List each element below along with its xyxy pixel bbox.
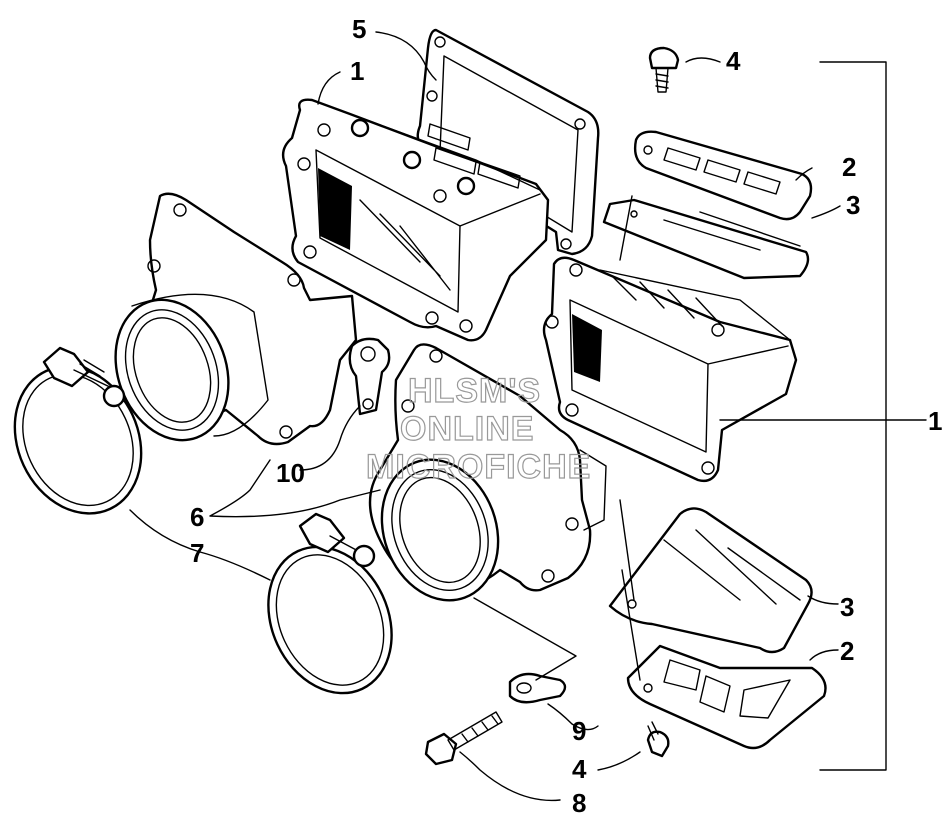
callout-2-top: 2 [842,152,856,182]
callout-3-bottom: 3 [840,592,854,622]
callout-2-bottom: 2 [840,636,854,666]
callout-6: 6 [190,502,204,532]
watermark-line-3: MICROFICHE [366,448,591,486]
bolt [424,711,503,766]
tab-washer [508,672,567,704]
callout-3-top: 3 [846,190,860,220]
reed-stop-upper [633,130,813,221]
callout-4-top: 4 [726,46,741,76]
callout-5: 5 [352,14,366,44]
reed-petal-upper [602,198,810,280]
callout-7: 7 [190,538,204,568]
screw-upper [648,46,680,93]
watermark: HLSM'S ONLINE MICROFICHE [365,371,591,486]
callout-10: 10 [276,458,305,488]
callout-labels: 5 1 4 2 3 1 10 6 7 3 2 9 4 8 [190,14,942,818]
callout-9: 9 [572,716,586,746]
reed-cage-upper [281,98,550,342]
watermark-line-1: HLSM'S [408,372,541,410]
clamp-upper [13,346,143,515]
intake-boot-upper [114,192,358,446]
gasket-part [416,28,600,256]
clamp-lower [267,512,393,695]
watermark-line-2: ONLINE [400,410,534,448]
reed-petal-lower [608,507,813,654]
reed-cage-lower [542,256,798,483]
intake-boot-lower [368,343,607,602]
hose-clip [348,337,391,416]
callout-4-bottom: 4 [572,754,587,784]
leader-lines [129,31,927,802]
callout-1-right: 1 [928,406,942,436]
reed-stop-lower [626,644,827,750]
callout-1-top: 1 [350,56,364,86]
screw-lower [646,721,670,758]
callout-8: 8 [572,788,586,818]
